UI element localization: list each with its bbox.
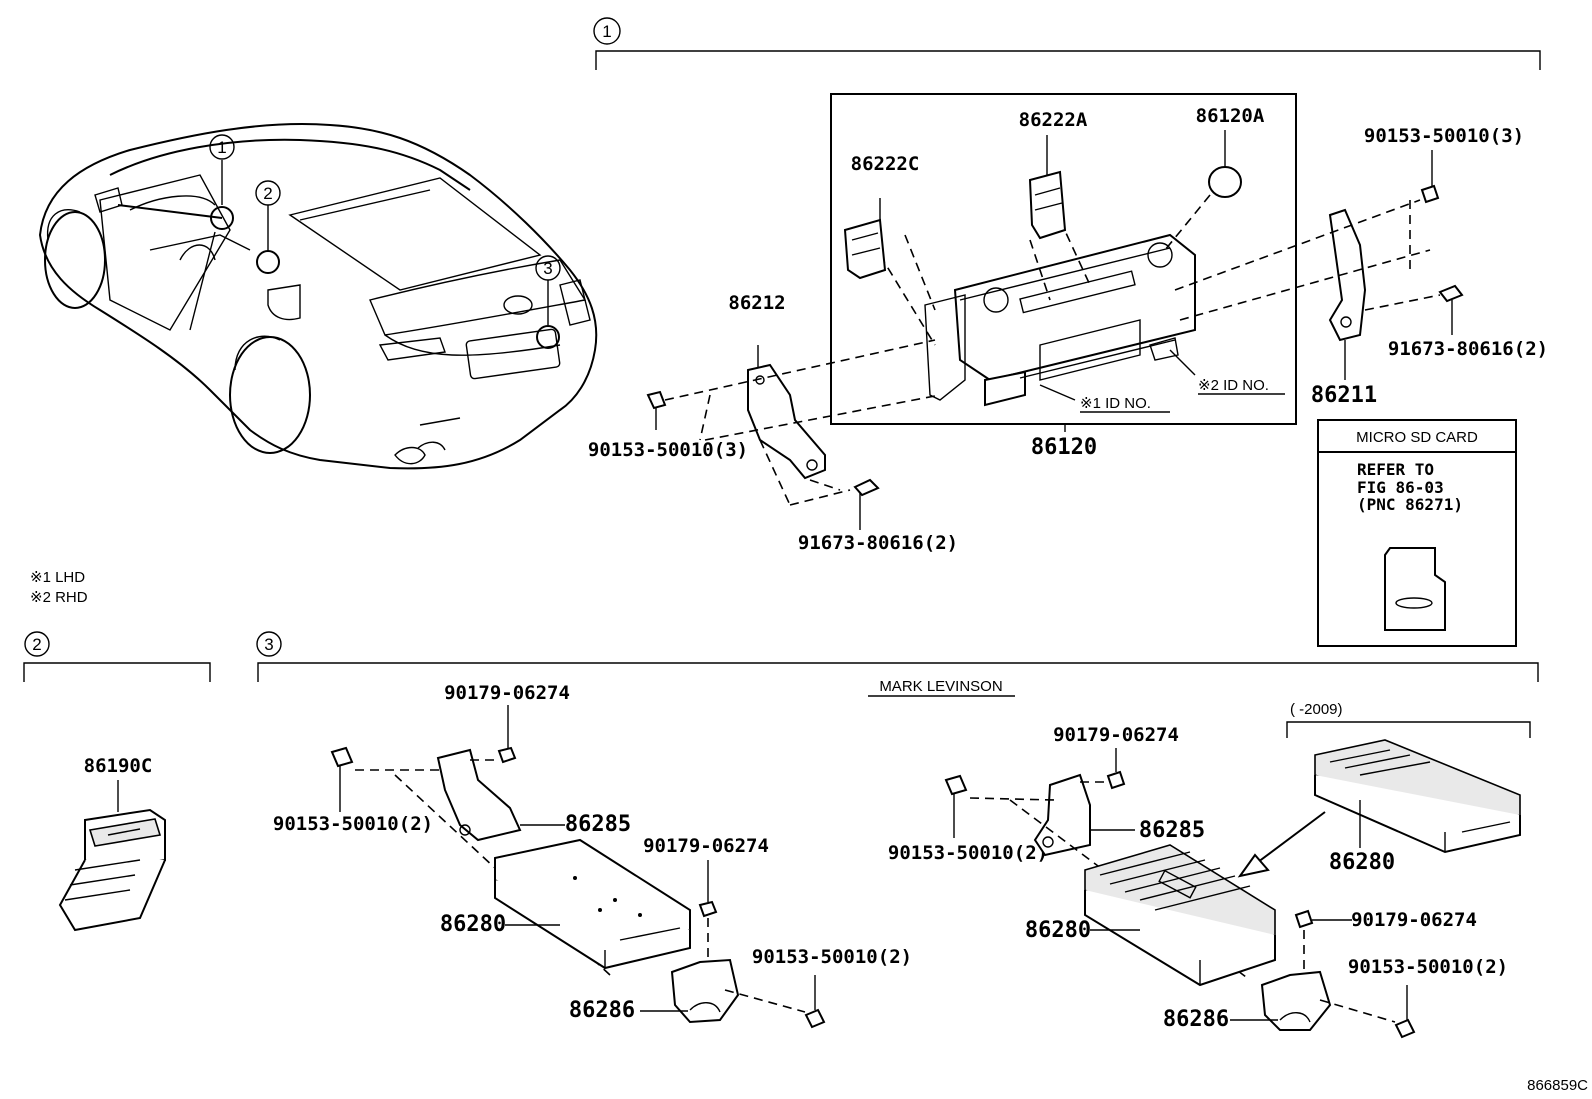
nut-top-left-icon bbox=[497, 746, 517, 764]
label-id-no-lhd: ※1 ID NO. bbox=[1080, 395, 1151, 412]
sd-card-icon bbox=[1384, 547, 1446, 631]
section-3: 3 MARK LEVINSON ( -2009) bbox=[256, 631, 1539, 738]
label-bolt-bottom-right: 90153-50010(2) bbox=[1348, 956, 1508, 978]
connector-86222C bbox=[843, 218, 887, 280]
bracket-86286-left bbox=[670, 958, 740, 1024]
bolt-bottom-left-icon bbox=[804, 1008, 826, 1029]
label-86120: 86120 bbox=[1031, 435, 1097, 460]
amp-left-group: 90179-06274 90153-50010(2) 86285 86280 9… bbox=[273, 682, 912, 1029]
lexus-logo-icon bbox=[1395, 597, 1433, 609]
car-callout-circle-3 bbox=[535, 255, 561, 281]
section-1-bracket-line bbox=[595, 50, 1541, 70]
bracket-86286-right bbox=[1260, 970, 1332, 1031]
label-amp-left: 86280 bbox=[440, 912, 506, 937]
micro-sd-card-box: MICRO SD CARD REFER TO FIG 86-03 (PNC 86… bbox=[1317, 419, 1517, 647]
label-86190C: 86190C bbox=[84, 755, 153, 777]
bolt-left-icon bbox=[646, 390, 667, 410]
label-bolt-top-right: 90153-50010(2) bbox=[888, 842, 1048, 864]
section-1-header: 1 bbox=[593, 17, 1541, 70]
label-bracket-bottom-left: 86286 bbox=[569, 998, 635, 1023]
year-range: ( -2009) bbox=[1290, 701, 1343, 718]
bolt-top-right-icon bbox=[944, 774, 968, 796]
car-callout-circle-1 bbox=[209, 134, 235, 160]
bracket-86212 bbox=[747, 363, 826, 480]
label-86222A: 86222A bbox=[1019, 109, 1088, 131]
bolt-right-icon bbox=[1420, 184, 1440, 204]
nut-top-right-icon bbox=[1106, 770, 1126, 790]
car-callout-circle-2 bbox=[255, 180, 281, 206]
knob-right-icon bbox=[1147, 242, 1173, 268]
sd-card-header: MICRO SD CARD bbox=[1356, 429, 1478, 446]
callout-number-3: 3 bbox=[264, 635, 273, 654]
label-id-no-rhd: ※2 ID NO. bbox=[1198, 377, 1269, 394]
label-bracket-top-left: 86285 bbox=[565, 812, 631, 837]
car-callout-number-3: 3 bbox=[543, 259, 552, 278]
head-unit-frame bbox=[830, 93, 1297, 425]
location-dot-1 bbox=[210, 206, 234, 230]
label-nut-mid-left: 90179-06274 bbox=[643, 835, 769, 857]
label-nut-mid-right: 90179-06274 bbox=[1351, 909, 1477, 931]
car-illustration: 1 2 3 bbox=[38, 123, 598, 470]
location-dot-2 bbox=[256, 250, 280, 274]
connector-86222A bbox=[1028, 170, 1067, 240]
knob-left-icon bbox=[983, 287, 1009, 313]
note-rhd: ※2 RHD bbox=[30, 589, 88, 606]
label-86120A: 86120A bbox=[1196, 105, 1265, 127]
callout-circle-3 bbox=[256, 631, 282, 657]
car-callout-number-2: 2 bbox=[263, 184, 272, 203]
label-bracket-top-right: 86285 bbox=[1139, 818, 1205, 843]
bolt-bottom-right-icon bbox=[1394, 1018, 1416, 1039]
head-unit-group: 86222C 86222A 86120A ※1 ID NO. ※2 ID NO.… bbox=[830, 93, 1297, 460]
label-amp-right: 86280 bbox=[1025, 918, 1091, 943]
label-bolt-top-left: 90153-50010(2) bbox=[273, 813, 433, 835]
label-screw-left: 91673-80616(2) bbox=[798, 532, 958, 554]
label-86211: 86211 bbox=[1311, 383, 1377, 408]
bracket-86211-group: 86211 90153-50010(3) 91673-80616(2) bbox=[1174, 125, 1548, 408]
label-nut-top-left: 90179-06274 bbox=[444, 682, 570, 704]
bracket-86285-right bbox=[1033, 773, 1091, 857]
nut-mid-left-icon bbox=[698, 900, 718, 918]
knob-86120A bbox=[1208, 166, 1242, 198]
label-bracket-bottom-right: 86286 bbox=[1163, 1007, 1229, 1032]
callout-number-2: 2 bbox=[32, 635, 41, 654]
sd-card-line2: FIG 86-03 bbox=[1357, 478, 1444, 497]
section-2-bracket-line bbox=[23, 662, 211, 682]
screw-right-icon bbox=[1438, 284, 1464, 303]
year-range-bracket bbox=[1286, 721, 1531, 738]
label-nut-top-right: 90179-06274 bbox=[1053, 724, 1179, 746]
label-amp-old: 86280 bbox=[1329, 850, 1395, 875]
note-lhd: ※1 LHD bbox=[30, 569, 85, 586]
section-2: 2 86190C bbox=[23, 631, 211, 932]
sd-card-line1: REFER TO bbox=[1357, 460, 1434, 479]
label-bolt-right: 90153-50010(3) bbox=[1364, 125, 1524, 147]
mark-levinson-title: MARK LEVINSON bbox=[879, 678, 1002, 695]
head-unit-86120 bbox=[953, 233, 1196, 382]
bracket-86212-group: 86212 90153-50010(3) 91673-80616(2) bbox=[588, 292, 958, 554]
section-3-bracket-line bbox=[257, 662, 1539, 682]
nut-mid-right-icon bbox=[1294, 909, 1314, 929]
screw-left-icon bbox=[853, 478, 880, 497]
label-screw-right: 91673-80616(2) bbox=[1388, 338, 1548, 360]
label-86222C: 86222C bbox=[851, 153, 920, 175]
bolt-top-left-icon bbox=[330, 746, 354, 768]
replacement-arrow-icon bbox=[1249, 811, 1326, 869]
sd-card-frame bbox=[1317, 419, 1517, 647]
label-86212: 86212 bbox=[728, 292, 785, 314]
location-dot-3 bbox=[536, 325, 560, 349]
callout-circle-2 bbox=[24, 631, 50, 657]
callout-circle-1 bbox=[593, 17, 621, 45]
sd-card-line3: (PNC 86271) bbox=[1357, 495, 1463, 514]
car-callout-number-1: 1 bbox=[217, 138, 226, 157]
figure-id: 866859C bbox=[1527, 1077, 1588, 1094]
amp-right-group: 90179-06274 90153-50010(2) 86285 86280 9… bbox=[888, 724, 1521, 1039]
bracket-86211 bbox=[1328, 208, 1367, 342]
label-bolt-left: 90153-50010(3) bbox=[588, 439, 748, 461]
label-bolt-bottom-left: 90153-50010(2) bbox=[752, 946, 912, 968]
callout-number-1: 1 bbox=[602, 22, 611, 41]
